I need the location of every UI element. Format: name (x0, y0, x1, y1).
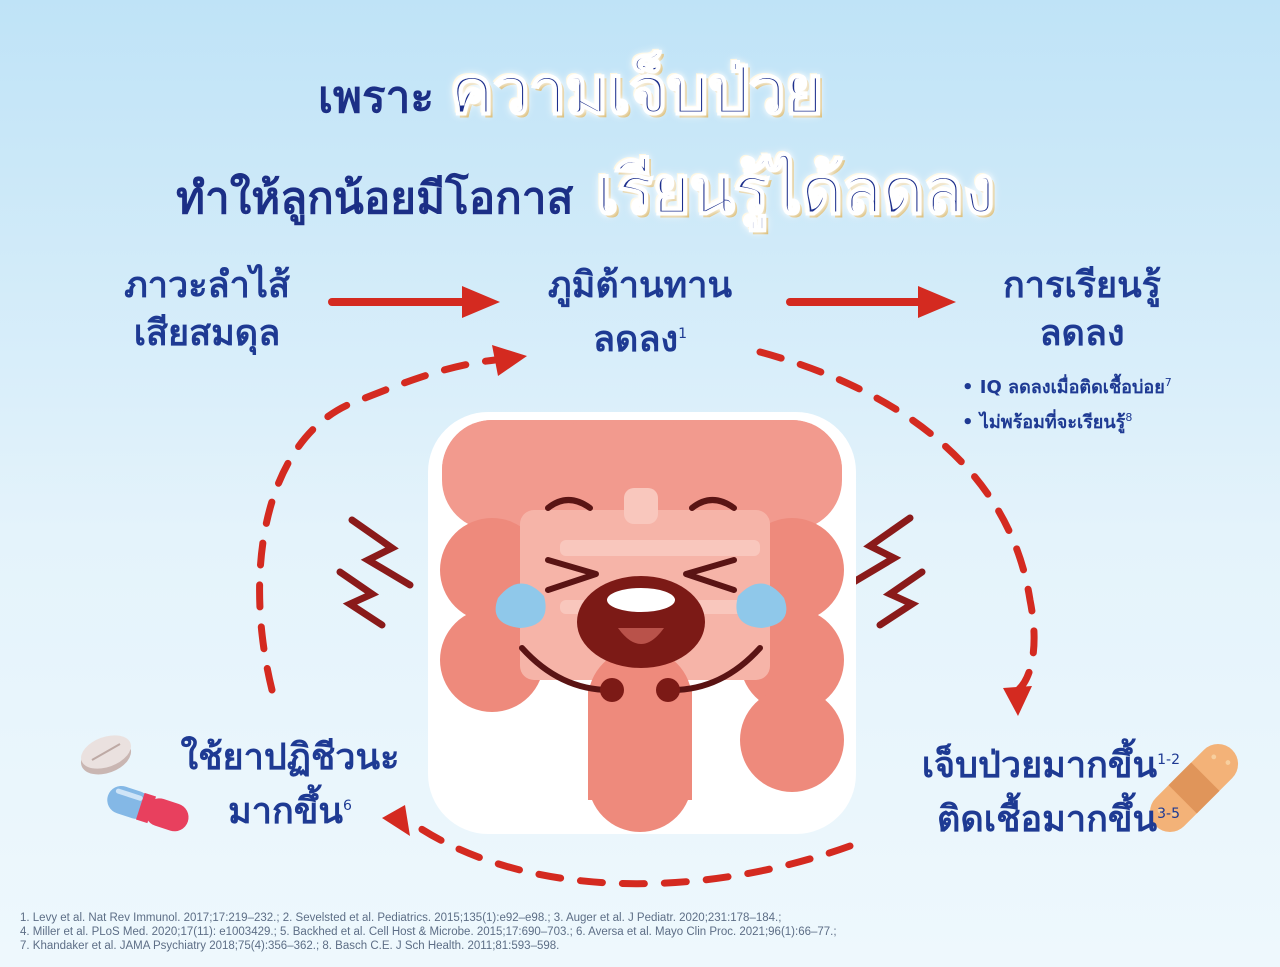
dashed-arrow-right-side (756, 348, 1038, 694)
dashed-arrow-left-side (256, 356, 499, 694)
node-gut-imbalance: ภาวะลำไส้ เสียสมดุล (92, 262, 322, 358)
reference-line: 4. Miller et al. PLoS Med. 2020;17(11): … (20, 926, 837, 938)
node-antibiotics: ใช้ยาปฏิชีวนะ มากขึ้น6 (160, 734, 420, 836)
title-line2: ทำให้ลูกน้อยมีโอกาส (176, 173, 574, 224)
ref-marker: 3-5 (1157, 806, 1180, 822)
node-more-sick-line1: เจ็บป่วยมากขึ้น (921, 745, 1158, 786)
node-learning-down-line1: การเรียนรู้ (1002, 265, 1162, 306)
bullet-text: IQ ลดลงเมื่อติดเชื้อบ่อย (979, 377, 1165, 398)
ref-marker: 8 (1125, 411, 1133, 424)
ref-marker: 6 (343, 798, 352, 814)
ref-marker: 7 (1164, 376, 1172, 389)
reference-line: 7. Khandaker et al. JAMA Psychiatry 2018… (20, 940, 560, 952)
title-prefix: เพราะ (318, 72, 435, 123)
node-immunity-down-line2-wrap: ลดลง1 (520, 310, 760, 364)
arrow-immunity-to-learning (786, 286, 956, 318)
node-antibiotics-line2-wrap: มากขึ้น6 (160, 782, 420, 836)
arrow-gut-to-immunity (328, 286, 500, 318)
node-more-sick-line2-wrap: ติดเชื้อมากขึ้น3-5 (850, 790, 1180, 844)
ref-marker: 1-2 (1157, 752, 1180, 768)
node-learning-down: การเรียนรู้ ลดลง (962, 262, 1202, 358)
node-learning-down-line2: ลดลง (1039, 313, 1125, 354)
bullet-item: • ไม่พร้อมที่จะเรียนรู้8 (962, 411, 1133, 433)
node-antibiotics-line1: ใช้ยาปฏิชีวนะ (180, 737, 400, 778)
sad-intestine-mascot (428, 412, 856, 834)
bullet-text: ไม่พร้อมที่จะเรียนรู้ (979, 412, 1126, 433)
node-more-sick-line2: ติดเชื้อมากขึ้น (937, 799, 1158, 840)
bandage-icon (1149, 743, 1239, 833)
learning-bullets: • IQ ลดลงเมื่อติดเชื้อบ่อย7 • ไม่พร้อมที… (962, 368, 1262, 438)
ref-marker: 1 (678, 326, 687, 342)
dashed-arrowhead-top (492, 345, 527, 376)
pill-tablet-icon (80, 735, 132, 775)
node-antibiotics-line2: มากขึ้น (228, 791, 344, 832)
node-immunity-down-line1: ภูมิต้านทาน (547, 265, 733, 306)
bullet-item: • IQ ลดลงเมื่อติดเชื้อบ่อย7 (962, 376, 1172, 398)
dashed-arrow-bottom (404, 816, 854, 888)
node-more-sick: เจ็บป่วยมากขึ้น1-2 ติดเชื้อมากขึ้น3-5 (850, 736, 1180, 844)
title-emphasis-illness: ความเจ็บป่วย (449, 51, 825, 130)
dashed-arrowhead-bottom (382, 805, 410, 836)
node-immunity-down: ภูมิต้านทาน ลดลง1 (520, 262, 760, 364)
references: 1. Levy et al. Nat Rev Immunol. 2017;17:… (20, 911, 1260, 953)
node-gut-imbalance-line1: ภาวะลำไส้ (124, 265, 290, 306)
node-gut-imbalance-line2: เสียสมดุล (133, 313, 281, 354)
capsule-icon (107, 785, 189, 832)
lightning-icon (336, 514, 926, 629)
title-emphasis-learning: เรียนรู้ได้ลดลง (595, 151, 996, 230)
node-more-sick-line1-wrap: เจ็บป่วยมากขึ้น1-2 (850, 736, 1180, 790)
reference-line: 1. Levy et al. Nat Rev Immunol. 2017;17:… (20, 912, 782, 924)
dashed-arrowhead-right (1003, 686, 1032, 716)
node-immunity-down-line2: ลดลง (593, 319, 679, 360)
